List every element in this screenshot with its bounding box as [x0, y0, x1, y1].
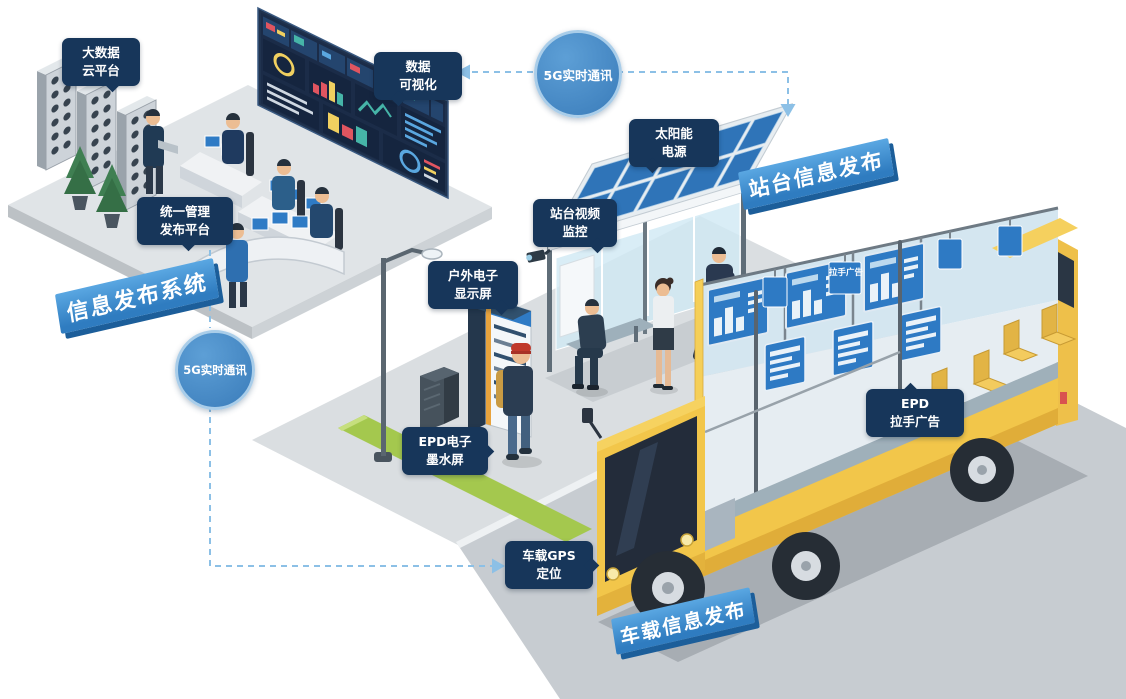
- control-room: [8, 6, 492, 339]
- badge-bigdata-cloud: 大数据 云平台: [62, 38, 140, 93]
- badge-solar-power: 太阳能 电源: [629, 119, 719, 174]
- badge-line: 显示屏: [454, 286, 492, 302]
- badge-line: EPD: [900, 396, 930, 411]
- curved-desk: [195, 211, 345, 308]
- badge-line: 站台视频: [549, 206, 600, 221]
- badge-vehicle-gps: 车载GPS 定位: [505, 541, 600, 590]
- badge-line: 太阳能: [655, 126, 693, 141]
- bus-wheels: [631, 438, 1014, 625]
- headlight-icon: [680, 533, 694, 547]
- badge-outdoor-display: 户外电子 显示屏: [428, 261, 518, 316]
- badge-unified-platform: 统一管理 发布平台: [137, 197, 233, 252]
- badge-line: 可视化: [399, 77, 437, 93]
- badge-line: 监控: [562, 224, 588, 240]
- badge-line: 数据: [405, 59, 431, 74]
- pedestrian-backpack: [496, 343, 542, 468]
- badge-5g-top: 5G实时通讯: [534, 30, 622, 118]
- g5-text: 5G实时通讯: [543, 67, 613, 83]
- headlight-icon: [606, 567, 620, 581]
- plant-icon: [64, 146, 128, 228]
- badge-line: EPD电子: [418, 434, 472, 449]
- badge-epd-ink-screen: EPD电子 墨水屏: [402, 427, 495, 476]
- badge-line: 车载GPS: [522, 548, 576, 563]
- link-arrowheads: [456, 64, 796, 574]
- badge-line: 电源: [661, 144, 687, 160]
- badge-5g-left: 5G实时通讯: [175, 330, 255, 410]
- badge-line: 定位: [536, 566, 562, 582]
- street-lamp-icon: [374, 247, 443, 462]
- bus: [582, 206, 1088, 662]
- strap-ad-label: 拉手广告: [826, 268, 866, 278]
- mirror-icon: [582, 408, 593, 423]
- badge-epd-handle-ad: EPD 拉手广告: [866, 382, 964, 438]
- badge-line: 发布平台: [159, 222, 210, 238]
- badge-line: 墨水屏: [426, 452, 464, 468]
- monitor-wall: [257, 6, 449, 200]
- badge-line: 云平台: [82, 63, 120, 79]
- utility-cabinet: [420, 367, 459, 433]
- server-racks: [37, 56, 157, 211]
- badge-line: 拉手广告: [889, 414, 940, 430]
- g5-text: 5G实时通讯: [183, 363, 247, 377]
- badge-line: 户外电子: [447, 268, 498, 283]
- strap-ad-text: 拉手广告: [828, 268, 863, 278]
- badge-station-video-monitor: 站台视频 监控: [533, 199, 617, 254]
- strap-ads: [762, 218, 1023, 308]
- badge-line: 统一管理: [159, 204, 210, 219]
- epd-handle-screens: [764, 305, 942, 392]
- cctv-camera-icon: [526, 248, 551, 263]
- badge-data-visualization: 数据 可视化: [374, 52, 462, 107]
- badge-line: 大数据: [82, 45, 120, 60]
